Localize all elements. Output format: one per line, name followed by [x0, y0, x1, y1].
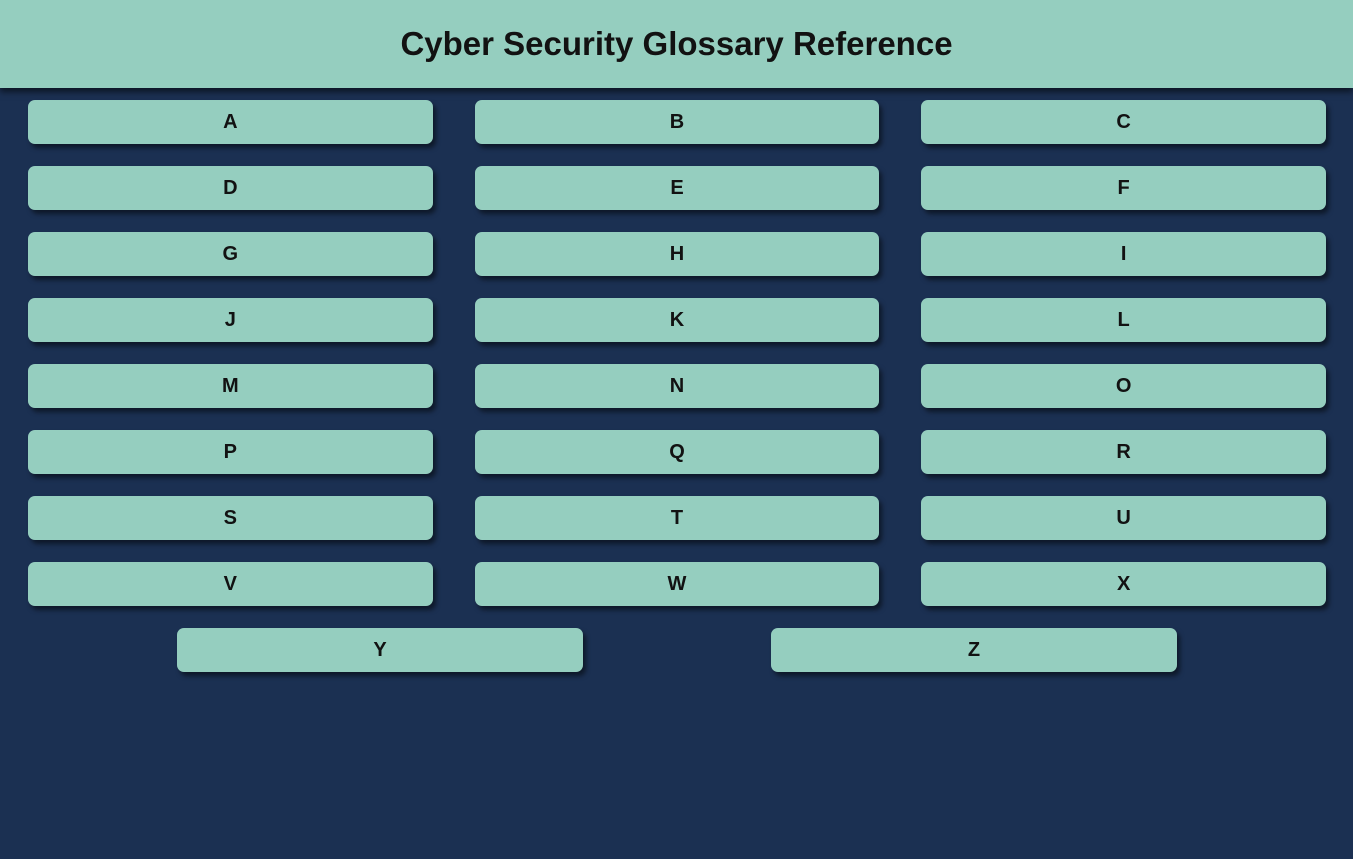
letter-button-b[interactable]: B [474, 100, 880, 144]
app-header: Cyber Security Glossary Reference [0, 0, 1353, 88]
letter-button-h[interactable]: H [474, 232, 880, 276]
letter-button-t[interactable]: T [474, 496, 880, 540]
letter-button-g[interactable]: G [28, 232, 433, 276]
glossary-letter-index: A B C D E F G H I J K L M N O P Q R S T … [0, 100, 1353, 672]
letter-button-p[interactable]: P [28, 430, 433, 474]
letter-button-w[interactable]: W [474, 562, 880, 606]
letter-button-v[interactable]: V [28, 562, 433, 606]
letter-button-f[interactable]: F [921, 166, 1326, 210]
letter-grid-bottom-row: Y Z [177, 628, 1353, 672]
letter-button-i[interactable]: I [921, 232, 1326, 276]
letter-button-a[interactable]: A [28, 100, 433, 144]
page-title: Cyber Security Glossary Reference [400, 25, 953, 62]
letter-button-q[interactable]: Q [474, 430, 880, 474]
letter-button-d[interactable]: D [28, 166, 433, 210]
letter-button-y[interactable]: Y [177, 628, 583, 672]
letter-button-s[interactable]: S [28, 496, 433, 540]
letter-button-c[interactable]: C [921, 100, 1326, 144]
letter-button-r[interactable]: R [921, 430, 1326, 474]
letter-button-e[interactable]: E [474, 166, 880, 210]
letter-button-k[interactable]: K [474, 298, 880, 342]
letter-button-x[interactable]: X [921, 562, 1326, 606]
letter-button-z[interactable]: Z [771, 628, 1177, 672]
letter-button-u[interactable]: U [921, 496, 1326, 540]
letter-button-j[interactable]: J [28, 298, 433, 342]
letter-button-n[interactable]: N [474, 364, 880, 408]
letter-button-l[interactable]: L [921, 298, 1326, 342]
letter-button-o[interactable]: O [921, 364, 1326, 408]
letter-grid: A B C D E F G H I J K L M N O P Q R S T … [28, 100, 1326, 606]
letter-button-m[interactable]: M [28, 364, 433, 408]
